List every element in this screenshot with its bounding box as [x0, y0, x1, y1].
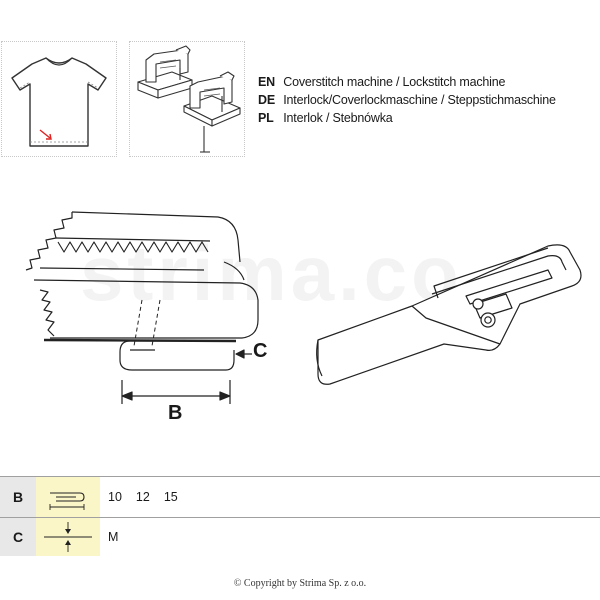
- dimension-label-c: C: [253, 340, 268, 362]
- table-divider-top: [0, 476, 600, 477]
- fabric-thickness-icon-cell: [36, 518, 100, 556]
- row-values: M: [108, 518, 118, 556]
- hem-width-icon: [49, 492, 85, 510]
- language-code: EN: [258, 75, 275, 89]
- fabric-thickness-icon: [44, 522, 92, 552]
- dimension-label-b: B: [168, 402, 183, 424]
- table-divider-middle: [0, 517, 600, 518]
- tshirt-icon: [11, 57, 107, 147]
- sewing-machines-icon: [137, 45, 241, 153]
- language-text: Coverstitch machine / Lockstitch machine: [283, 75, 506, 89]
- language-text: Interlok / Stebnówka: [283, 111, 393, 125]
- machines-thumbnail: [129, 41, 245, 157]
- language-code: PL: [258, 111, 274, 125]
- value-cell: 10: [108, 490, 122, 504]
- row-label: C: [0, 518, 36, 556]
- value-cell: 15: [163, 490, 178, 504]
- value-cell: M: [108, 530, 119, 544]
- row-label: B: [0, 477, 36, 517]
- hem-illustration: [25, 211, 582, 404]
- hem-width-icon-cell: [36, 477, 100, 517]
- language-line-pl: PL Interlok / Stebnówka: [258, 109, 393, 127]
- copyright-footer: © Copyright by Strima Sp. z o.o.: [233, 578, 367, 589]
- language-line-de: DE Interlock/Coverlockmaschine / Steppst…: [258, 91, 556, 109]
- row-values: 10 12 15: [108, 477, 178, 517]
- value-cell: 12: [135, 490, 150, 504]
- tshirt-thumbnail: [1, 41, 117, 157]
- language-text: Interlock/Coverlockmaschine / Steppstich…: [283, 93, 556, 107]
- language-code: DE: [258, 93, 275, 107]
- language-line-en: EN Coverstitch machine / Lockstitch mach…: [258, 73, 505, 91]
